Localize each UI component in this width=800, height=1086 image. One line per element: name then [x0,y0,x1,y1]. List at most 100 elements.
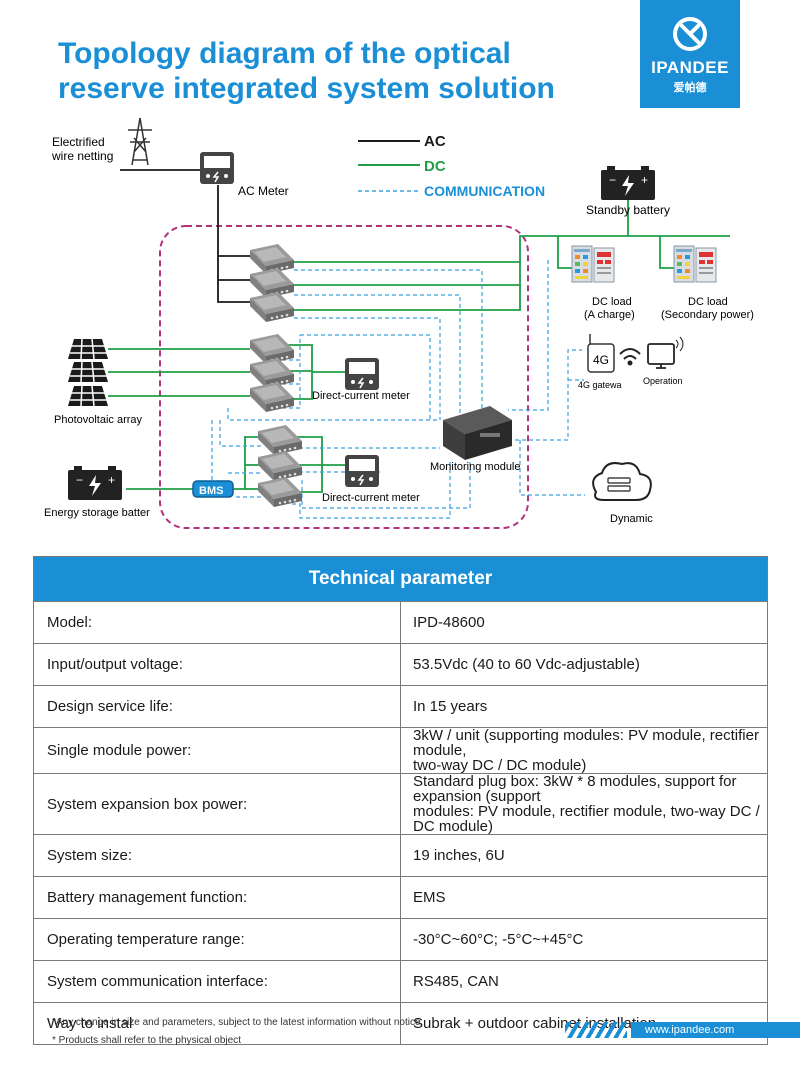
ac-meter-label: AC Meter [238,184,289,198]
table-row: Design service life: In 15 years [33,685,768,728]
dc-meter-icon [344,454,380,488]
parameter-label: Model: [33,601,401,644]
dc-meter-label-1: Direct-current meter [312,390,410,402]
cloud-icon [592,462,652,501]
standby-battery-icon [601,166,655,200]
pv-module [250,382,294,412]
dc-load-a-icon [571,245,615,283]
dc-load-a-label-1: DC load [592,296,632,308]
bms-label: BMS [199,485,223,497]
table-header: Technical parameter [33,556,768,602]
communication-lines [211,260,585,519]
parameter-value-line: In 15 years [413,698,488,715]
parameter-value-line: EMS [413,889,446,906]
table-row: Operating temperature range: -30°C~60°C; … [33,918,768,961]
footnote-2: * Products shall refer to the physical o… [52,1035,241,1046]
wire-netting-label-2: wire netting [51,149,113,163]
dc-load-b-label-1: DC load [688,296,728,308]
dc-load-b-label-2: (Secondary power) [661,309,754,321]
brand-name-cn: 爱帕德 [673,82,707,94]
website-bar: www.ipandee.com [565,1022,800,1038]
wifi-icon [619,348,641,366]
legend-dc: DC [424,158,446,175]
energy-storage-battery-icon [68,466,122,500]
footnote-1: *Any change in size and parameters, subj… [52,1017,424,1028]
rectifier-module [250,292,294,322]
parameter-value: 19 inches, 6U [400,834,768,877]
four-g-text: 4G [593,353,609,367]
wire-netting-label-1: Electrified [52,135,105,149]
parameter-label: System communication interface: [33,960,401,1003]
parameter-value-line: IPD-48600 [413,614,485,631]
dcdc-module [258,477,302,507]
gateway-label: 4G gatewa [578,380,622,390]
parameter-value-line: 19 inches, 6U [413,847,505,864]
parameter-label: Input/output voltage: [33,643,401,686]
parameter-value: -30°C~60°C; -5°C~+45°C [400,918,768,961]
table-row: System communication interface: RS485, CA… [33,960,768,1003]
parameter-value-line: RS485, CAN [413,973,499,990]
parameter-label: System size: [33,834,401,877]
table-row: Single module power: 3kW / unit (supporti… [33,727,768,774]
standby-battery-label: Standby battery [586,203,670,217]
page-title: Topology diagram of the optical reserve … [58,37,555,105]
pv-module-stack [250,334,294,412]
parameter-label: System expansion box power: [33,773,401,835]
monitoring-module-icon [443,406,512,460]
parameter-value-line: 53.5Vdc (40 to 60 Vdc-adjustable) [413,656,640,673]
dcdc-module [258,451,302,481]
power-pylon-icon [128,117,152,166]
ac-lines [120,169,262,303]
energy-storage-label: Energy storage batter [44,507,150,519]
solar-panel-icon [67,361,109,383]
solar-panel-icon [67,338,109,360]
dc-load-b-icon [673,245,717,283]
table-row: System expansion box power: Standard plug… [33,773,768,835]
parameter-value: 53.5Vdc (40 to 60 Vdc-adjustable) [400,643,768,686]
dc-meter-icon [344,357,380,391]
parameter-value-line: modules: PV module, rectifier module, tw… [413,803,760,835]
parameter-label: Operating temperature range: [33,918,401,961]
parameter-value-line: -30°C~60°C; -5°C~+45°C [413,931,584,948]
legend: AC DC COMMUNICATION [358,133,545,199]
parameter-value: Standard plug box: 3kW * 8 modules, supp… [400,773,768,835]
dcdc-module [258,425,302,455]
rectifier-module-stack [250,244,294,322]
dc-meter-label-2: Direct-current meter [322,492,420,504]
parameter-value: IPD-48600 [400,601,768,644]
parameter-value: EMS [400,876,768,919]
website-url: www.ipandee.com [631,1022,800,1038]
monitoring-module-label: Monitoring module [430,461,521,473]
table-row: Input/output voltage: 53.5Vdc (40 to 60 V… [33,643,768,686]
parameter-label: Way to instal [33,1002,401,1045]
bms-box [192,480,234,498]
dc-load-a-label-2: (A charge) [584,309,635,321]
parameter-label: Design service life: [33,685,401,728]
decorative-slashes [565,1022,627,1038]
parameter-value: RS485, CAN [400,960,768,1003]
photovoltaic-array-label: Photovoltaic array [54,414,143,426]
ac-meter-icon [199,151,235,185]
gateway-icon: 4G [587,334,615,373]
monitor-icon [647,336,684,369]
parameter-label: Battery management function: [33,876,401,919]
dc-lines [108,200,730,493]
parameter-value-line: 3kW / unit (supporting modules: PV modul… [413,727,759,759]
parameter-value-line: Standard plug box: 3kW * 8 modules, supp… [413,773,737,805]
dcdc-module-stack [258,425,302,507]
brand-logo: IPANDEE 爱帕德 [640,0,740,108]
ipandee-logo-icon [673,17,707,51]
table-row: System size: 19 inches, 6U [33,834,768,877]
brand-name: IPANDEE [651,58,729,77]
legend-communication: COMMUNICATION [424,183,545,199]
parameter-value: 3kW / unit (supporting modules: PV modul… [400,727,768,774]
legend-ac: AC [424,133,446,150]
parameter-label: Single module power: [33,727,401,774]
table-row: Model: IPD-48600 [33,601,768,644]
parameter-value: In 15 years [400,685,768,728]
dynamic-label: Dynamic [610,513,653,525]
table-row: Battery management function: EMS [33,876,768,919]
parameter-value-line: two-way DC / DC module) [413,757,587,774]
topology-diagram: −+ [44,117,754,529]
